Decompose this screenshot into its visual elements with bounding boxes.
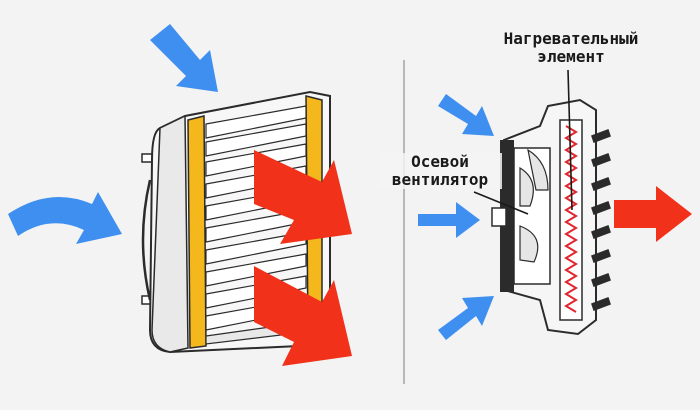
- frame-bar-left: [187, 115, 207, 349]
- fan-frame: [500, 140, 514, 292]
- air-intake-arrow-lower-right: [438, 296, 494, 340]
- hot-air-arrow-upper: [254, 150, 352, 244]
- fan-blades: [519, 148, 549, 263]
- air-intake-arrow-side: [8, 192, 122, 244]
- housing-side: [151, 114, 189, 353]
- axial-fan-label: Осевой вентилятор: [378, 153, 502, 189]
- axial-fan-label-line2: вентилятор: [391, 170, 489, 189]
- fan-hub: [491, 207, 507, 227]
- outlet-fins: [591, 129, 611, 311]
- heating-element-label-line2: элемент: [537, 47, 605, 66]
- air-intake-arrow-middle-right: [418, 202, 480, 238]
- axial-fan-leader: [473, 191, 529, 215]
- heating-element-leader: [567, 69, 573, 211]
- axial-fan-label-line1: Осевой: [411, 152, 469, 171]
- hot-air-arrow-lower: [254, 266, 352, 366]
- air-intake-arrow-upper-right: [438, 94, 494, 136]
- air-intake-arrow-top: [150, 24, 218, 92]
- heating-element-label-line1: Нагревательный: [503, 29, 639, 48]
- hot-air-arrow-right: [614, 186, 692, 242]
- mount-bracket: [141, 179, 152, 301]
- heating-element-label: Нагревательный элемент: [478, 30, 664, 66]
- heater-section-view: [491, 98, 611, 336]
- heating-coil: [564, 125, 578, 313]
